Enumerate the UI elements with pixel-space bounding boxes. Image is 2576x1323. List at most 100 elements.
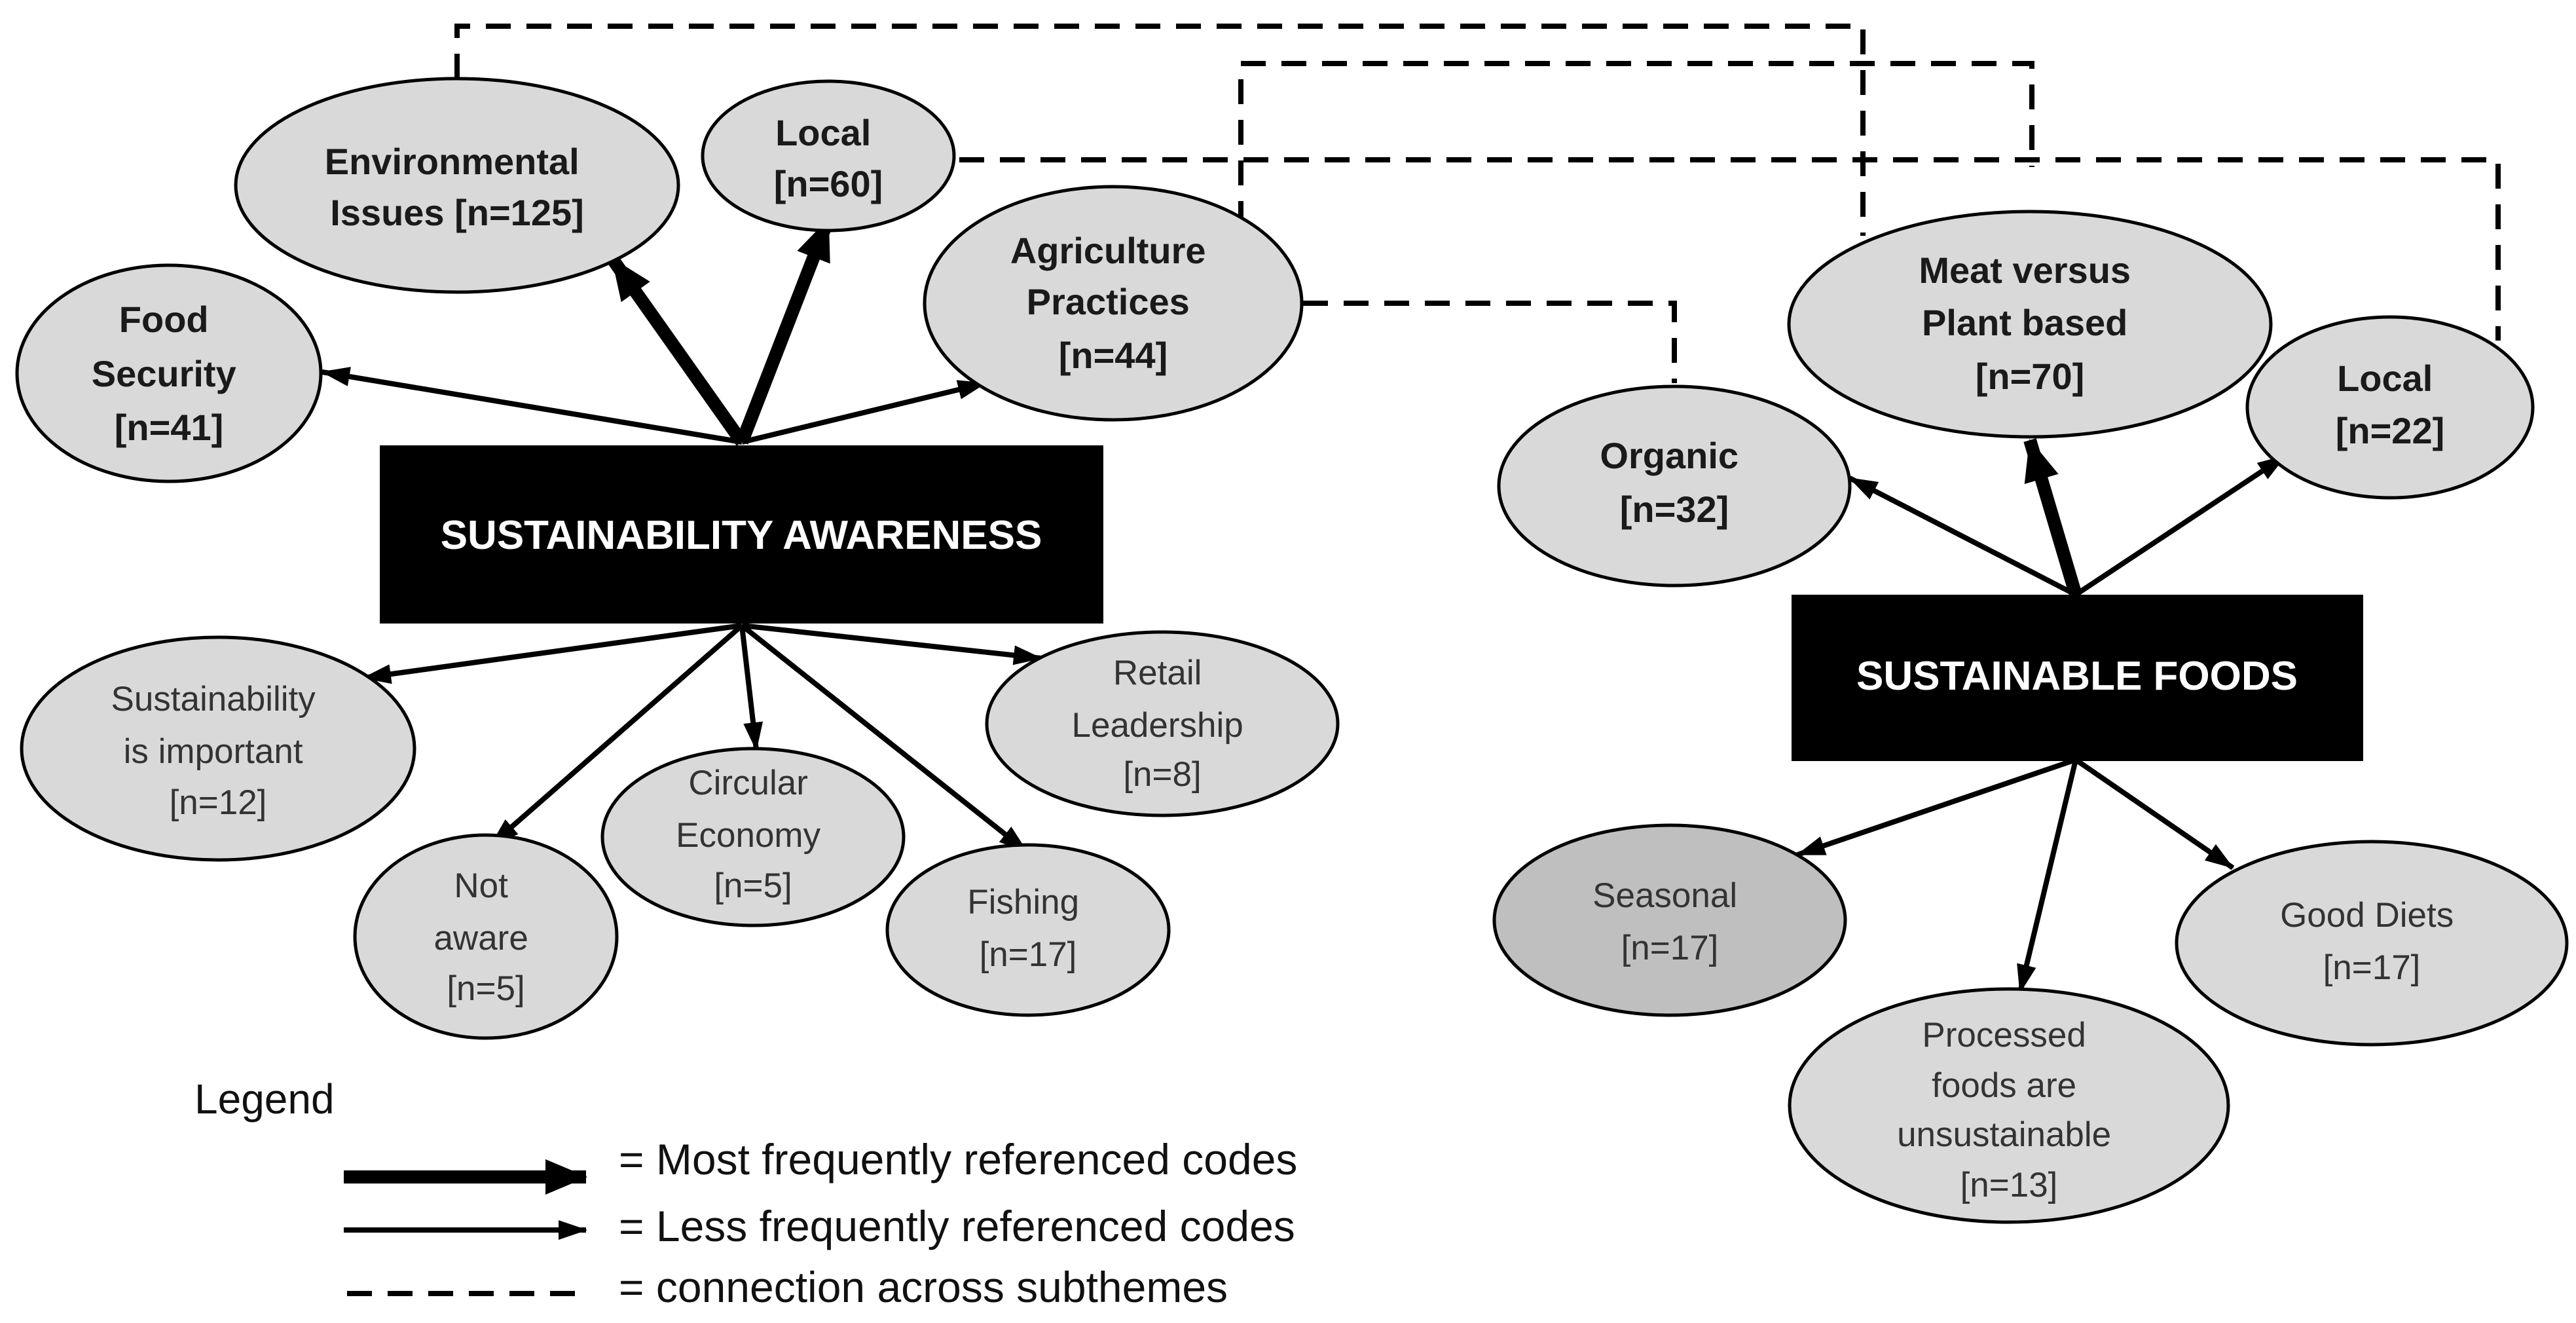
- node-retail-line3: [n=8]: [1123, 755, 1201, 794]
- node-not-aware-line3: [n=5]: [447, 969, 524, 1008]
- node-meat-line1: Meat versus: [1919, 250, 2131, 291]
- node-circular-line1: Circular: [688, 764, 808, 802]
- legend: Legend = Most frequently referenced code…: [194, 1075, 1297, 1311]
- node-organic: Organic [n=32]: [1497, 384, 1852, 587]
- svg-text:Seasonal [n=17]: Seasonal [n=17]: [1592, 876, 1747, 967]
- arrow-to-agriculture: [741, 380, 987, 445]
- node-food-security-line2: Security: [92, 353, 236, 394]
- svg-text:Meat versus Plant based: Meat versus Plant based [n=70]: [1919, 250, 2141, 397]
- svg-text:Food Security [n=4: Food Security [n=41]: [92, 299, 247, 448]
- node-not-aware-line2: aware: [433, 919, 528, 958]
- node-meat-versus-plant: Meat versus Plant based [n=70]: [1787, 210, 2273, 439]
- arrow-to-circular: [739, 625, 764, 751]
- theme-sustainability-awareness: SUSTAINABILITY AWARENESS: [380, 445, 1103, 624]
- arrow-to-fishing: [740, 623, 1029, 854]
- node-not-aware-line1: Not: [454, 866, 508, 905]
- arrow-to-seasonal: [1796, 757, 2077, 857]
- foods-arrows: [1796, 438, 2287, 994]
- node-processed-line4: [n=13]: [1960, 1166, 2058, 1204]
- node-good-diets-line1: Good Diets: [2280, 896, 2454, 935]
- theme-sustainable-foods: SUSTAINABLE FOODS: [1792, 595, 2363, 761]
- node-seasonal: Seasonal [n=17]: [1492, 823, 1847, 1017]
- svg-text:Local [n=22]: Local [n=22]: [2336, 358, 2445, 451]
- arrow-to-environmental: [606, 255, 748, 446]
- node-processed-foods: Processed foods are unsustainable [n=13]: [1788, 987, 2230, 1224]
- legend-less-label: = Less frequently referenced codes: [619, 1202, 1295, 1250]
- node-processed-line3: unsustainable: [1897, 1115, 2111, 1154]
- svg-text:Organic [n=32]: Organic [n=32]: [1600, 435, 1748, 530]
- node-retail-line1: Retail: [1113, 654, 1202, 692]
- node-local-60-line1: Local: [775, 112, 871, 153]
- awareness-arrows: [321, 217, 1042, 854]
- arrow-to-processed: [2017, 759, 2078, 994]
- node-retail-line2: Leadership: [1072, 706, 1243, 745]
- node-good-diets-line2: [n=17]: [2323, 948, 2421, 987]
- node-local-22-line1: Local: [2337, 358, 2433, 399]
- arrow-to-local-60: [735, 217, 835, 445]
- node-environmental-line2: Issues [n=125]: [330, 192, 584, 233]
- node-fishing-line1: Fishing: [967, 883, 1079, 922]
- svg-text:Retail Leadership: Retail Leadership [n=8]: [1072, 654, 1253, 794]
- arrow-to-good-diets: [2074, 757, 2235, 870]
- svg-text:Environmental Issues [n=: Environmental Issues [n=125]: [325, 141, 590, 233]
- legend-most-label: = Most frequently referenced codes: [619, 1135, 1297, 1183]
- node-meat-line2: Plant based: [1922, 302, 2127, 343]
- svg-text:Processed foods are: Processed foods are unsustainable [n=13]: [1897, 1016, 2121, 1204]
- arrow-to-food-security: [321, 367, 743, 445]
- arrow-to-retail: [741, 623, 1042, 665]
- node-environmental-issues: Environmental Issues [n=125]: [234, 77, 680, 294]
- node-sustainability-line2: is important: [124, 732, 303, 771]
- node-food-security: Food Security [n=41]: [15, 263, 323, 483]
- node-circular-economy: Circular Economy [n=5]: [600, 747, 906, 927]
- cross-theme-connections: [454, 24, 2501, 383]
- svg-text:Not aware [n=5]: Not aware [n=5]: [433, 866, 538, 1008]
- arrow-to-meat: [2023, 438, 2082, 597]
- node-organic-line1: Organic: [1600, 435, 1739, 476]
- theme-awareness-label: SUSTAINABILITY AWARENESS: [441, 513, 1042, 558]
- node-fishing: Fishing [n=17]: [885, 843, 1171, 1017]
- arrow-to-not-aware: [489, 623, 744, 848]
- node-good-diets: Good Diets [n=17]: [2175, 840, 2569, 1047]
- node-organic-line2: [n=32]: [1620, 489, 1729, 530]
- svg-text:Circular Economy [: Circular Economy [n=5]: [676, 764, 830, 905]
- svg-text:Sustainability is import: Sustainability is important [n=12]: [111, 680, 325, 822]
- connection-environmental-meat: [454, 24, 1866, 236]
- node-local-60: Local [n=60]: [701, 79, 956, 233]
- svg-text:Good Diets [n=17]: Good Diets [n=17]: [2280, 896, 2463, 987]
- node-processed-line2: foods are: [1932, 1066, 2076, 1105]
- svg-text:Fishing [n=17]: Fishing [n=17]: [967, 883, 1089, 974]
- node-meat-line3: [n=70]: [1976, 356, 2085, 397]
- node-local-22-line2: [n=22]: [2336, 410, 2445, 451]
- node-food-security-line3: [n=41]: [115, 407, 224, 448]
- node-local-60-line2: [n=60]: [774, 163, 883, 204]
- node-seasonal-line1: Seasonal: [1592, 876, 1737, 915]
- theme-foods-label: SUSTAINABLE FOODS: [1856, 654, 2298, 699]
- node-circular-line3: [n=5]: [714, 866, 792, 905]
- node-retail-leadership: Retail Leadership [n=8]: [985, 630, 1340, 817]
- legend-title: Legend: [194, 1075, 335, 1123]
- node-fishing-line2: [n=17]: [980, 935, 1077, 974]
- node-sustainability-line1: Sustainability: [111, 680, 316, 718]
- arrow-to-organic: [1849, 475, 2077, 597]
- node-circular-line2: Economy: [676, 816, 820, 855]
- node-agriculture-line3: [n=44]: [1059, 335, 1168, 376]
- node-agriculture-line1: Agriculture: [1010, 230, 1206, 271]
- node-sustainability-important: Sustainability is important [n=12]: [20, 635, 416, 862]
- node-agriculture-practices: Agriculture Practices [n=44]: [923, 185, 1304, 422]
- connection-agriculture-meat: [1238, 61, 2034, 226]
- node-environmental-line1: Environmental: [325, 141, 580, 182]
- node-sustainability-line3: [n=12]: [170, 783, 267, 822]
- svg-text:Agriculture Practices: Agriculture Practices [n=44]: [1010, 230, 1216, 376]
- node-not-aware: Not aware [n=5]: [353, 833, 619, 1040]
- svg-text:Local [n=60]: Local [n=60]: [774, 112, 883, 204]
- node-seasonal-line2: [n=17]: [1621, 929, 1719, 967]
- arrow-to-local-22: [2074, 453, 2287, 597]
- node-agriculture-line2: Practices: [1027, 281, 1190, 322]
- node-processed-line1: Processed: [1922, 1016, 2086, 1054]
- connection-agriculture-organic: [1303, 301, 1677, 383]
- legend-connection-label: = connection across subthemes: [619, 1263, 1228, 1311]
- arrow-to-sustainability-important: [362, 623, 743, 684]
- node-local-22: Local [n=22]: [2245, 315, 2535, 500]
- node-food-security-line1: Food: [119, 299, 209, 340]
